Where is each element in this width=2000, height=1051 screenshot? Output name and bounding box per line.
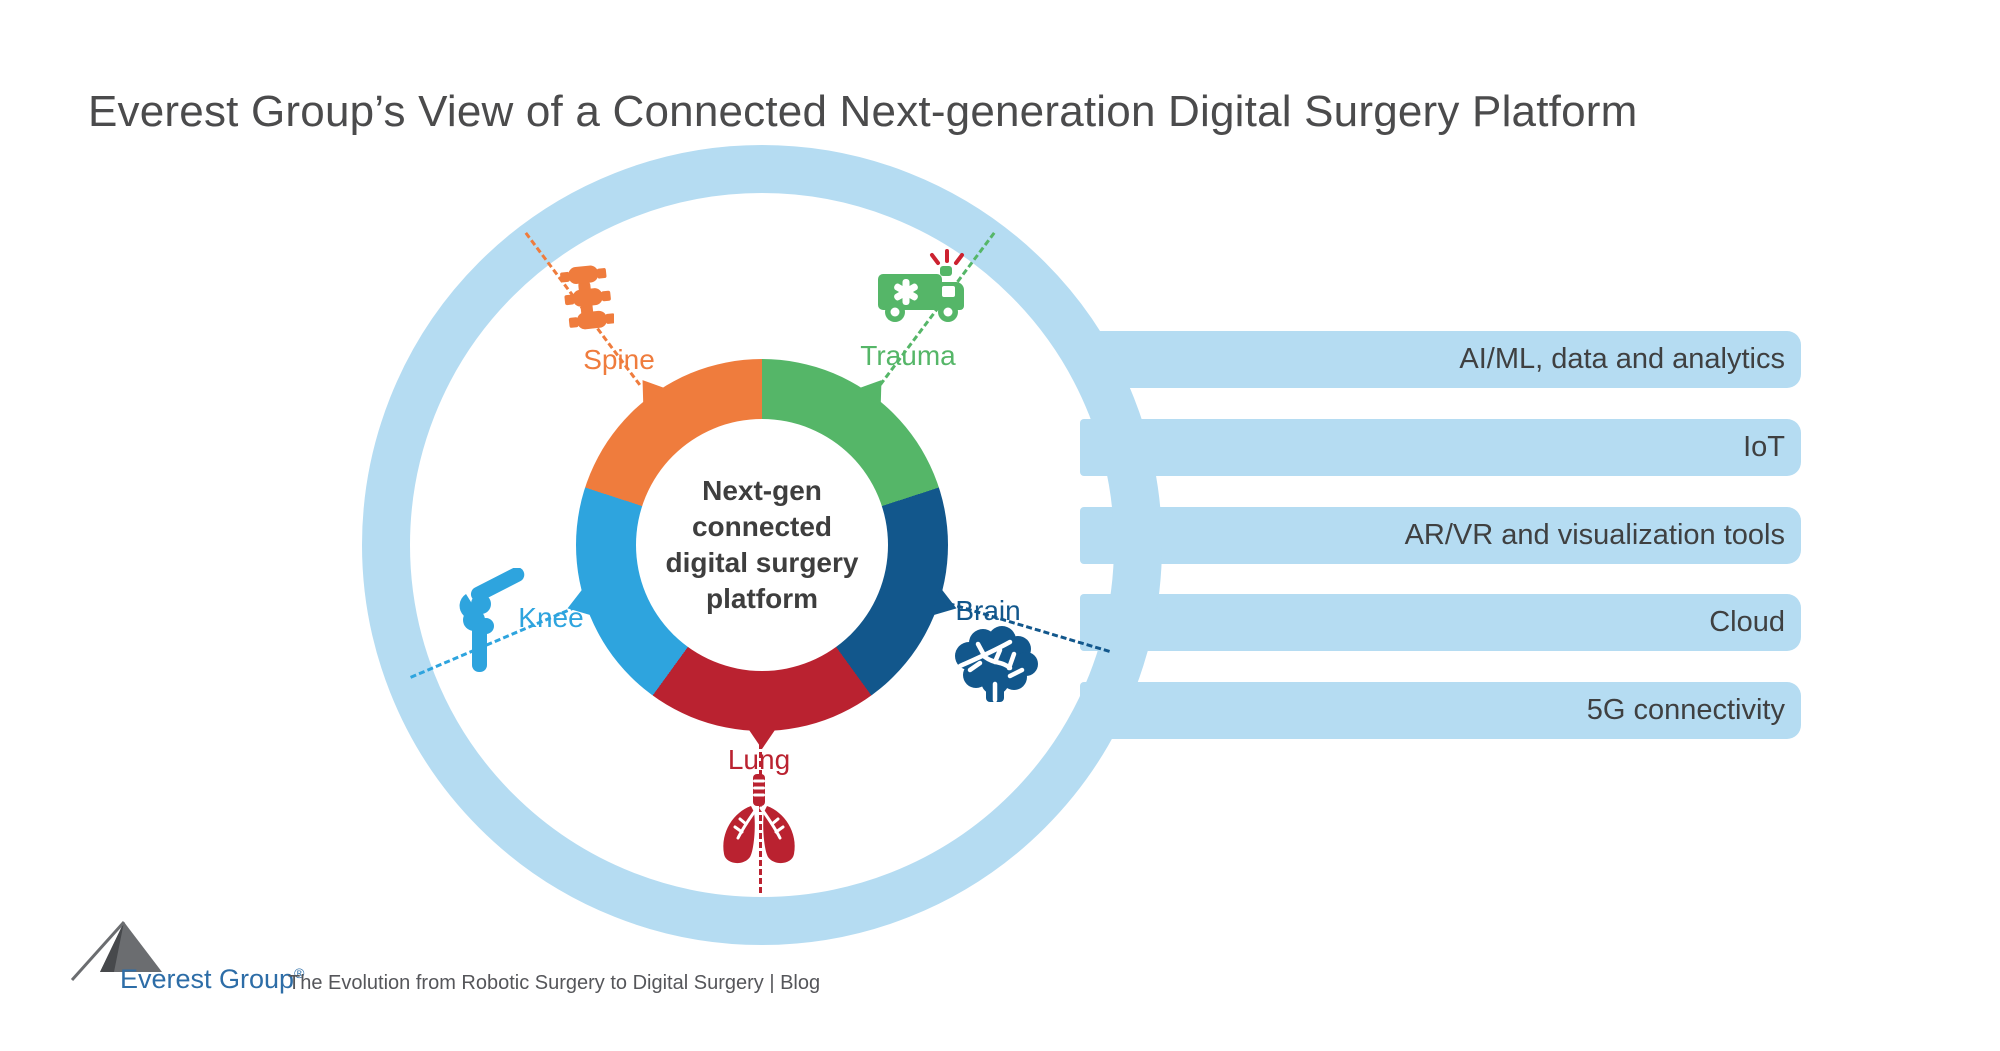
label-spine: Spine (583, 344, 655, 375)
center-line: Next-gen (702, 475, 822, 506)
knee-joint-icon (459, 568, 525, 672)
spine-icon (560, 265, 614, 330)
ambulance-icon (878, 249, 964, 322)
capability-bar-5g: 5G connectivity (1080, 682, 1801, 739)
page-title: Everest Group’s View of a Connected Next… (88, 87, 1638, 136)
capability-bar-cloud: Cloud (1080, 594, 1801, 651)
center-line: digital surgery (665, 547, 859, 578)
label-knee: Knee (518, 602, 584, 633)
footer-caption: The Evolution from Robotic Surgery to Di… (288, 972, 821, 994)
capability-bar-label: 5G connectivity (1586, 694, 1785, 726)
center-line: platform (706, 583, 818, 614)
capability-bar-label: AI/ML, data and analytics (1459, 343, 1785, 375)
capability-bar-iot: IoT (1080, 419, 1801, 476)
registered-mark: ® (294, 965, 305, 981)
capability-bar-label: IoT (1743, 431, 1785, 463)
brand-text: Everest Group (120, 964, 295, 994)
everest-mountain-logo-icon (70, 920, 162, 982)
everest-group-wordmark: Everest Group® (120, 964, 304, 995)
label-lung: Lung (727, 744, 791, 775)
capability-bar-arvr: AR/VR and visualization tools (1080, 507, 1801, 564)
donut-chart (576, 359, 948, 731)
capability-bar-label: Cloud (1709, 606, 1785, 638)
label-trauma: Trauma (860, 340, 956, 371)
capability-bar-label: AR/VR and visualization tools (1404, 519, 1785, 551)
label-brain: Brain (955, 595, 1021, 626)
brain-icon (955, 626, 1038, 703)
donut-hole (636, 419, 888, 671)
capability-bar-aiml: AI/ML, data and analytics (1080, 331, 1801, 388)
lung-icon (723, 774, 795, 864)
center-line: connected (691, 511, 833, 542)
platform-center-text: Next-gen connected digital surgery platf… (576, 359, 948, 731)
